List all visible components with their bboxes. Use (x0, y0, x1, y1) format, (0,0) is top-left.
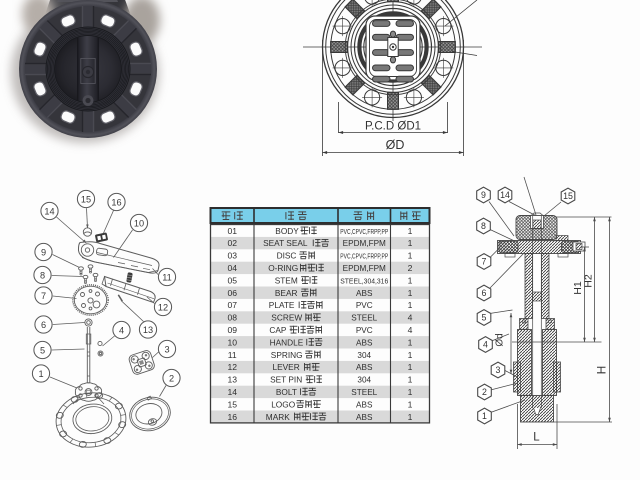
svg-text:1: 1 (408, 387, 413, 397)
svg-text:05: 05 (227, 275, 237, 285)
svg-text:1: 1 (408, 412, 413, 422)
svg-text:STEEL,304,316: STEEL,304,316 (340, 276, 388, 285)
svg-text:10: 10 (134, 218, 144, 228)
svg-text:5: 5 (482, 313, 487, 323)
svg-text:1: 1 (408, 300, 413, 310)
svg-text:ABS: ABS (356, 363, 373, 372)
svg-text:1: 1 (408, 350, 413, 360)
svg-text:02: 02 (227, 238, 237, 248)
svg-text:SET PIN: SET PIN (270, 375, 302, 385)
svg-text:14: 14 (44, 206, 54, 216)
svg-text:H: H (595, 366, 609, 375)
svg-text:ABS: ABS (356, 338, 373, 347)
svg-text:15: 15 (81, 194, 91, 204)
svg-text:9: 9 (41, 247, 46, 257)
svg-text:13: 13 (143, 325, 153, 335)
svg-text:14: 14 (500, 190, 510, 200)
svg-text:STEM: STEM (275, 275, 298, 285)
svg-text:06: 06 (227, 288, 237, 298)
svg-text:STEEL: STEEL (351, 314, 377, 323)
svg-text:07: 07 (227, 300, 237, 310)
svg-text:2: 2 (169, 373, 174, 383)
svg-text:PVC: PVC (356, 326, 373, 335)
svg-text:3: 3 (164, 344, 169, 354)
svg-text:1: 1 (408, 275, 413, 285)
svg-text:9: 9 (481, 190, 486, 200)
svg-text:3: 3 (496, 365, 501, 375)
svg-text:10: 10 (227, 337, 237, 347)
svg-text:2: 2 (482, 387, 487, 397)
svg-text:Ød: Ød (495, 333, 506, 346)
svg-text:08: 08 (227, 313, 237, 323)
svg-text:O-RING: O-RING (268, 263, 298, 273)
svg-text:L: L (533, 432, 540, 444)
svg-text:H1: H1 (572, 281, 584, 295)
svg-text:4: 4 (483, 340, 488, 350)
svg-text:SPRING: SPRING (271, 350, 303, 360)
svg-text:HANDLE: HANDLE (270, 337, 304, 347)
svg-text:MARK: MARK (266, 412, 290, 422)
svg-text:1: 1 (408, 251, 413, 261)
svg-text:ABS: ABS (356, 413, 373, 422)
svg-text:6: 6 (41, 320, 46, 330)
svg-text:H2: H2 (583, 274, 595, 288)
svg-text:8: 8 (40, 270, 45, 280)
svg-text:13: 13 (227, 375, 237, 385)
svg-text:1: 1 (408, 226, 413, 236)
svg-text:16: 16 (227, 412, 237, 422)
svg-text:LOGO: LOGO (271, 399, 296, 409)
svg-text:BEAR: BEAR (275, 288, 298, 298)
svg-text:ABS: ABS (356, 400, 373, 409)
svg-text:8: 8 (481, 221, 486, 231)
svg-text:SCREW: SCREW (271, 313, 302, 323)
svg-text:1: 1 (408, 375, 413, 385)
svg-text:PVC: PVC (356, 301, 373, 310)
svg-text:03: 03 (227, 251, 237, 261)
svg-text:2: 2 (408, 263, 413, 273)
svg-text:14: 14 (227, 387, 237, 397)
svg-text:1: 1 (408, 362, 413, 372)
svg-text:04: 04 (227, 263, 237, 273)
svg-text:4: 4 (408, 325, 413, 335)
svg-text:SEAT SEAL: SEAT SEAL (263, 238, 308, 248)
svg-text:EPDM,FPM: EPDM,FPM (343, 264, 386, 273)
svg-text:12: 12 (158, 302, 168, 312)
svg-text:STEEL: STEEL (351, 388, 377, 397)
svg-text:EPDM,FPM: EPDM,FPM (343, 239, 386, 248)
svg-text:1: 1 (408, 238, 413, 248)
svg-text:ØD: ØD (386, 138, 405, 152)
svg-text:P.C.D ØD1: P.C.D ØD1 (365, 121, 421, 133)
svg-text:ABS: ABS (356, 289, 373, 298)
svg-text:BODY: BODY (275, 226, 299, 236)
svg-text:4: 4 (408, 313, 413, 323)
svg-text:304: 304 (357, 351, 371, 360)
svg-text:1: 1 (408, 399, 413, 409)
svg-text:11: 11 (162, 272, 172, 282)
svg-text:6: 6 (482, 288, 487, 298)
svg-text:LEVER: LEVER (273, 362, 300, 372)
svg-text:7: 7 (41, 291, 46, 301)
svg-text:BOLT: BOLT (276, 387, 297, 397)
svg-text:1: 1 (38, 369, 43, 379)
svg-text:PVC,CPVC,FRPP,PP: PVC,CPVC,FRPP,PP (340, 227, 388, 236)
svg-text:304: 304 (357, 376, 371, 385)
svg-text:01: 01 (227, 226, 237, 236)
svg-text:09: 09 (227, 325, 237, 335)
svg-text:PLATE: PLATE (269, 300, 295, 310)
svg-text:12: 12 (227, 362, 237, 372)
svg-text:1: 1 (408, 337, 413, 347)
svg-text:15: 15 (563, 191, 573, 201)
svg-text:7: 7 (482, 257, 487, 267)
svg-text:16: 16 (111, 197, 121, 207)
svg-text:1: 1 (482, 411, 487, 421)
svg-text:11: 11 (228, 350, 237, 360)
svg-text:15: 15 (227, 399, 237, 409)
svg-text:1: 1 (408, 288, 413, 298)
svg-text:PVC,CPVC,FRPP,PP: PVC,CPVC,FRPP,PP (340, 252, 388, 261)
svg-text:4: 4 (119, 325, 124, 335)
svg-text:CAP: CAP (269, 325, 287, 335)
svg-text:DISC: DISC (277, 251, 297, 261)
svg-text:5: 5 (40, 345, 45, 355)
